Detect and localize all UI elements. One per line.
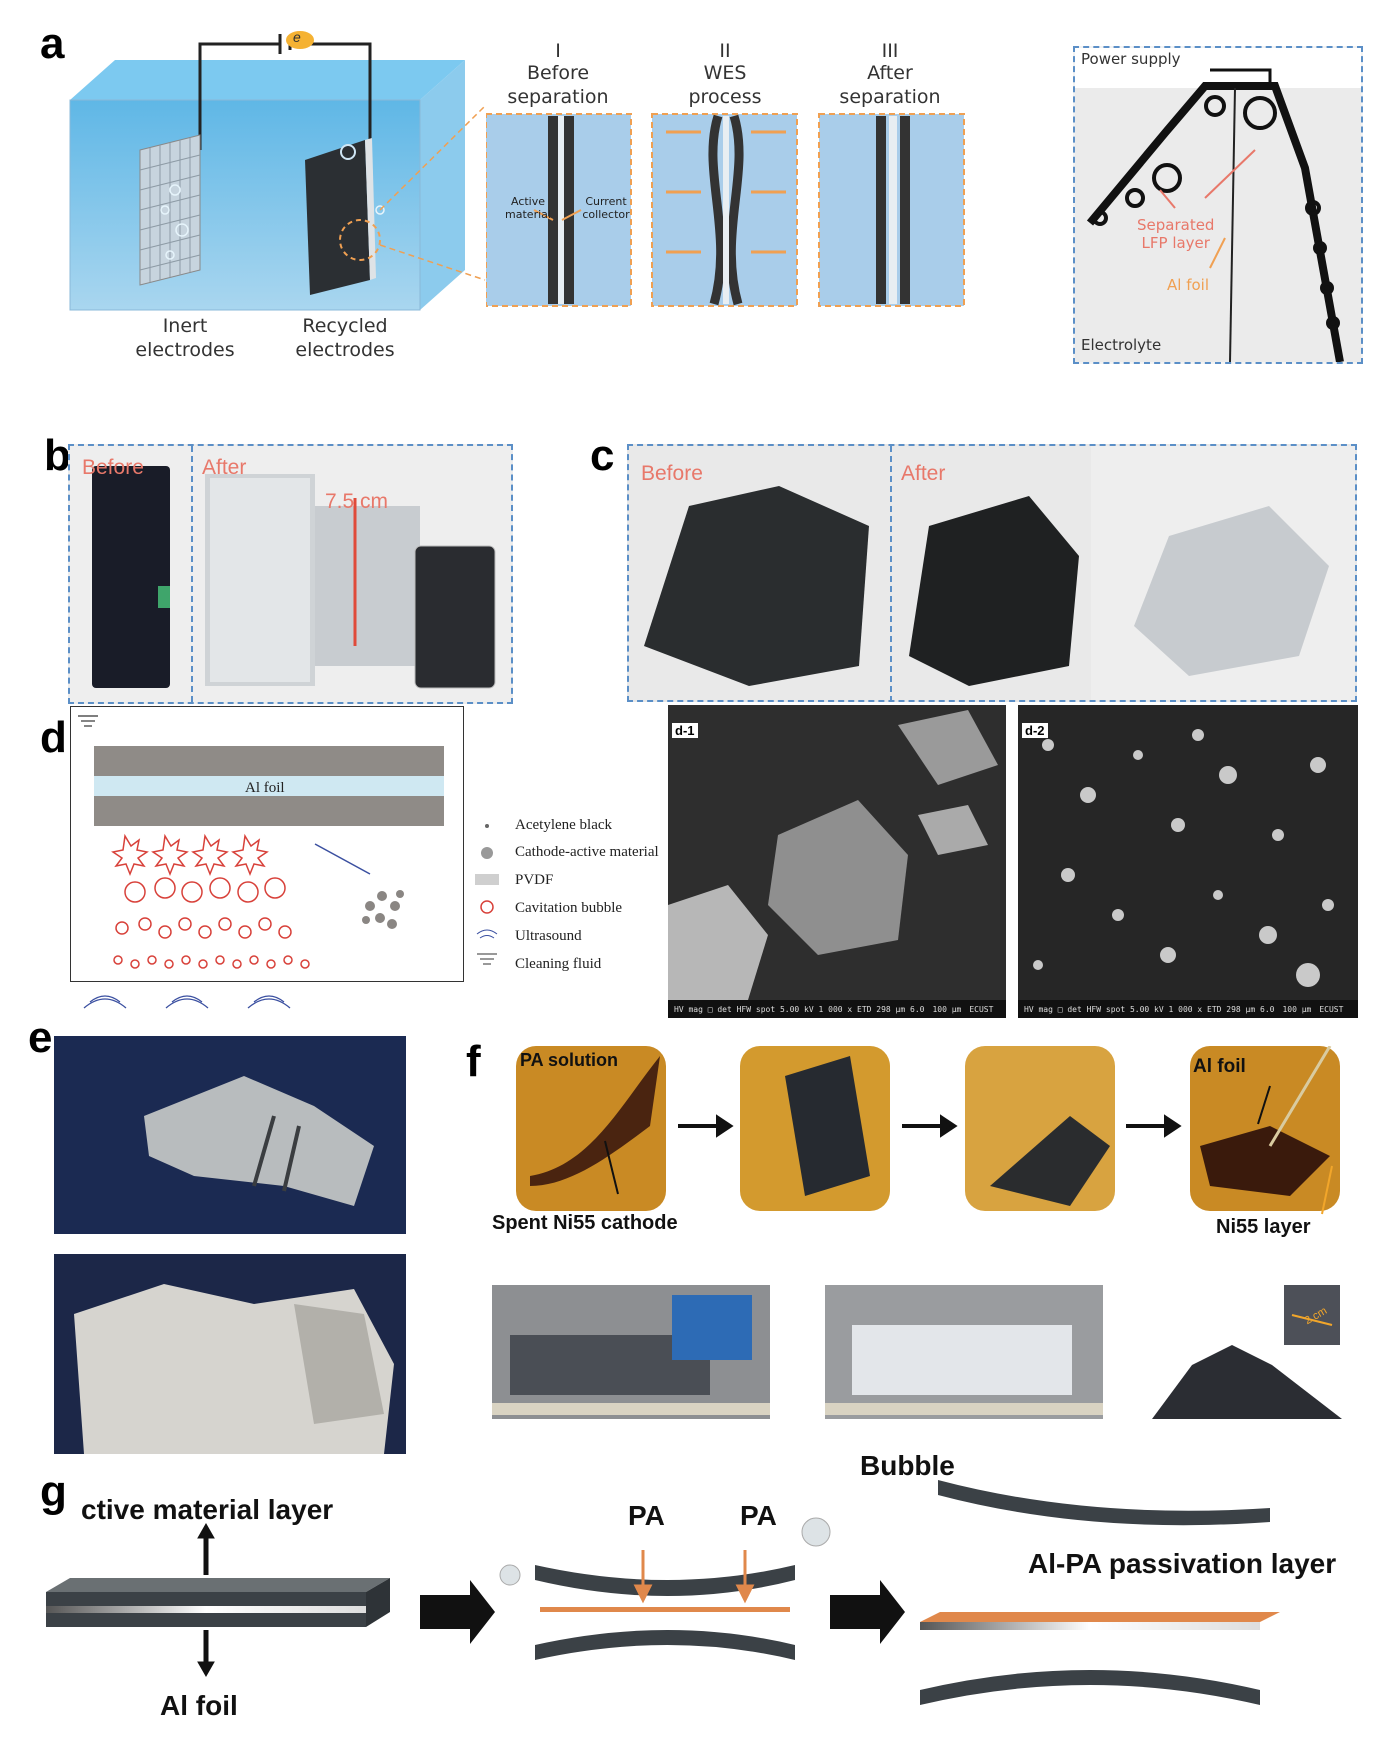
legend-cleaning-fluid: Cleaning fluid — [515, 956, 602, 972]
sem-image-d1: d-1 HV mag □ det HFW spot 5.00 kV 1 000 … — [668, 705, 1006, 1018]
d2-info-bar: HV mag □ det HFW spot 5.00 kV 1 000 x ET… — [1018, 1000, 1358, 1018]
stage-2-title: WES process — [688, 62, 762, 108]
legend-cavitation-bubble: Cavitation bubble — [515, 900, 623, 916]
d1-org: ECUST — [969, 1004, 994, 1014]
panel-label-b: b — [44, 431, 71, 480]
d1-bar-text: HV mag □ det HFW spot 5.00 kV 1 000 x ET… — [674, 1004, 925, 1014]
f-al-foil-label: Al foil — [1193, 1056, 1246, 1077]
d1-info-bar: HV mag □ det HFW spot 5.00 kV 1 000 x ET… — [668, 1000, 1006, 1018]
separated-lfp-label: Separated LFP layer — [1137, 216, 1215, 252]
c-after-label: After — [901, 462, 946, 485]
legend-ultrasound: Ultrasound — [515, 928, 582, 944]
b-after-label: After — [202, 456, 247, 479]
panel-label-a: a — [40, 19, 65, 68]
al-foil-photo-label: Al foil — [1167, 276, 1209, 294]
recycled-electrode — [305, 140, 370, 295]
sem-image-d2: d-2 HV mag □ det HFW spot 5.00 kV 1 000 … — [1018, 705, 1358, 1018]
current-collector-label: Current collector — [582, 195, 630, 221]
active-material-label: Active material — [505, 195, 551, 221]
legend-acetylene-black: Acetylene black — [515, 817, 613, 833]
d2-org: ECUST — [1319, 1004, 1344, 1014]
panel-e-photo-bottom — [54, 1254, 406, 1454]
inert-electrodes-label: Inert electrodes — [135, 315, 235, 361]
c-before-label: Before — [641, 462, 703, 485]
spent-ni55-label: Spent Ni55 cathode — [492, 1212, 678, 1234]
d1-scale: 100 µm — [932, 1004, 962, 1014]
pa-label-2: PA — [740, 1500, 777, 1531]
panel-f-photos — [492, 1285, 1342, 1419]
pa-solution-label: PA solution — [520, 1050, 618, 1070]
d1-tag: d-1 — [672, 723, 698, 738]
d2-scale: 100 µm — [1282, 1004, 1312, 1014]
panel-e-photo-top — [54, 1036, 406, 1234]
panel-c-photo: Before After — [627, 444, 1357, 702]
d-al-foil-label: Al foil — [245, 780, 285, 796]
panel-label-e: e — [28, 1013, 53, 1062]
ultrasound-schematic-art — [78, 715, 499, 1009]
stage-1-title: Before separation — [507, 62, 609, 108]
stage-3-numeral: III — [881, 40, 899, 62]
g-al-foil-label: Al foil — [160, 1690, 238, 1721]
panel-label-f: f — [466, 1037, 481, 1086]
b-length-label: 7.5 cm — [325, 490, 389, 513]
b-before-label: Before — [82, 456, 144, 479]
panel-b-photo: Before After 7.5 cm — [68, 444, 513, 704]
legend-pvdf: PVDF — [515, 872, 554, 888]
passivation-layer-label: Al-PA passivation layer — [1028, 1548, 1337, 1579]
panel-label-g: g — [40, 1467, 67, 1516]
power-supply-label: Power supply — [1081, 50, 1181, 68]
d2-bar-text: HV mag □ det HFW spot 5.00 kV 1 000 x ET… — [1024, 1004, 1275, 1014]
electron-symbol: e — [293, 29, 301, 45]
zoom-lines — [379, 105, 486, 281]
pa-label-1: PA — [628, 1500, 665, 1531]
d2-tag: d-2 — [1022, 723, 1048, 738]
stage-1-numeral: I — [555, 40, 561, 62]
panel-g-diagram — [46, 1480, 1280, 1705]
ni55-layer-label: Ni55 layer — [1216, 1216, 1311, 1238]
electrolysis-tank-diagram — [69, 31, 465, 311]
active-layer-label: ctive material layer — [81, 1494, 334, 1525]
stage-3-title: After separation — [839, 62, 941, 108]
panel-f-sequence — [516, 1046, 1340, 1215]
electrolyte-label: Electrolyte — [1081, 336, 1162, 354]
panel-label-c: c — [590, 431, 615, 480]
wes-photo: Power supply Separated LFP layer Al foil… — [1073, 46, 1363, 364]
stage-2-numeral: II — [719, 40, 731, 62]
recycled-electrodes-label: Recycled electrodes — [295, 315, 395, 361]
wes-stages-diagram — [486, 113, 965, 307]
bubble-label: Bubble — [860, 1450, 955, 1481]
legend-cathode-active-material: Cathode-active material — [515, 844, 659, 860]
panel-label-d: d — [40, 713, 67, 762]
inert-mesh-electrode — [139, 134, 201, 286]
